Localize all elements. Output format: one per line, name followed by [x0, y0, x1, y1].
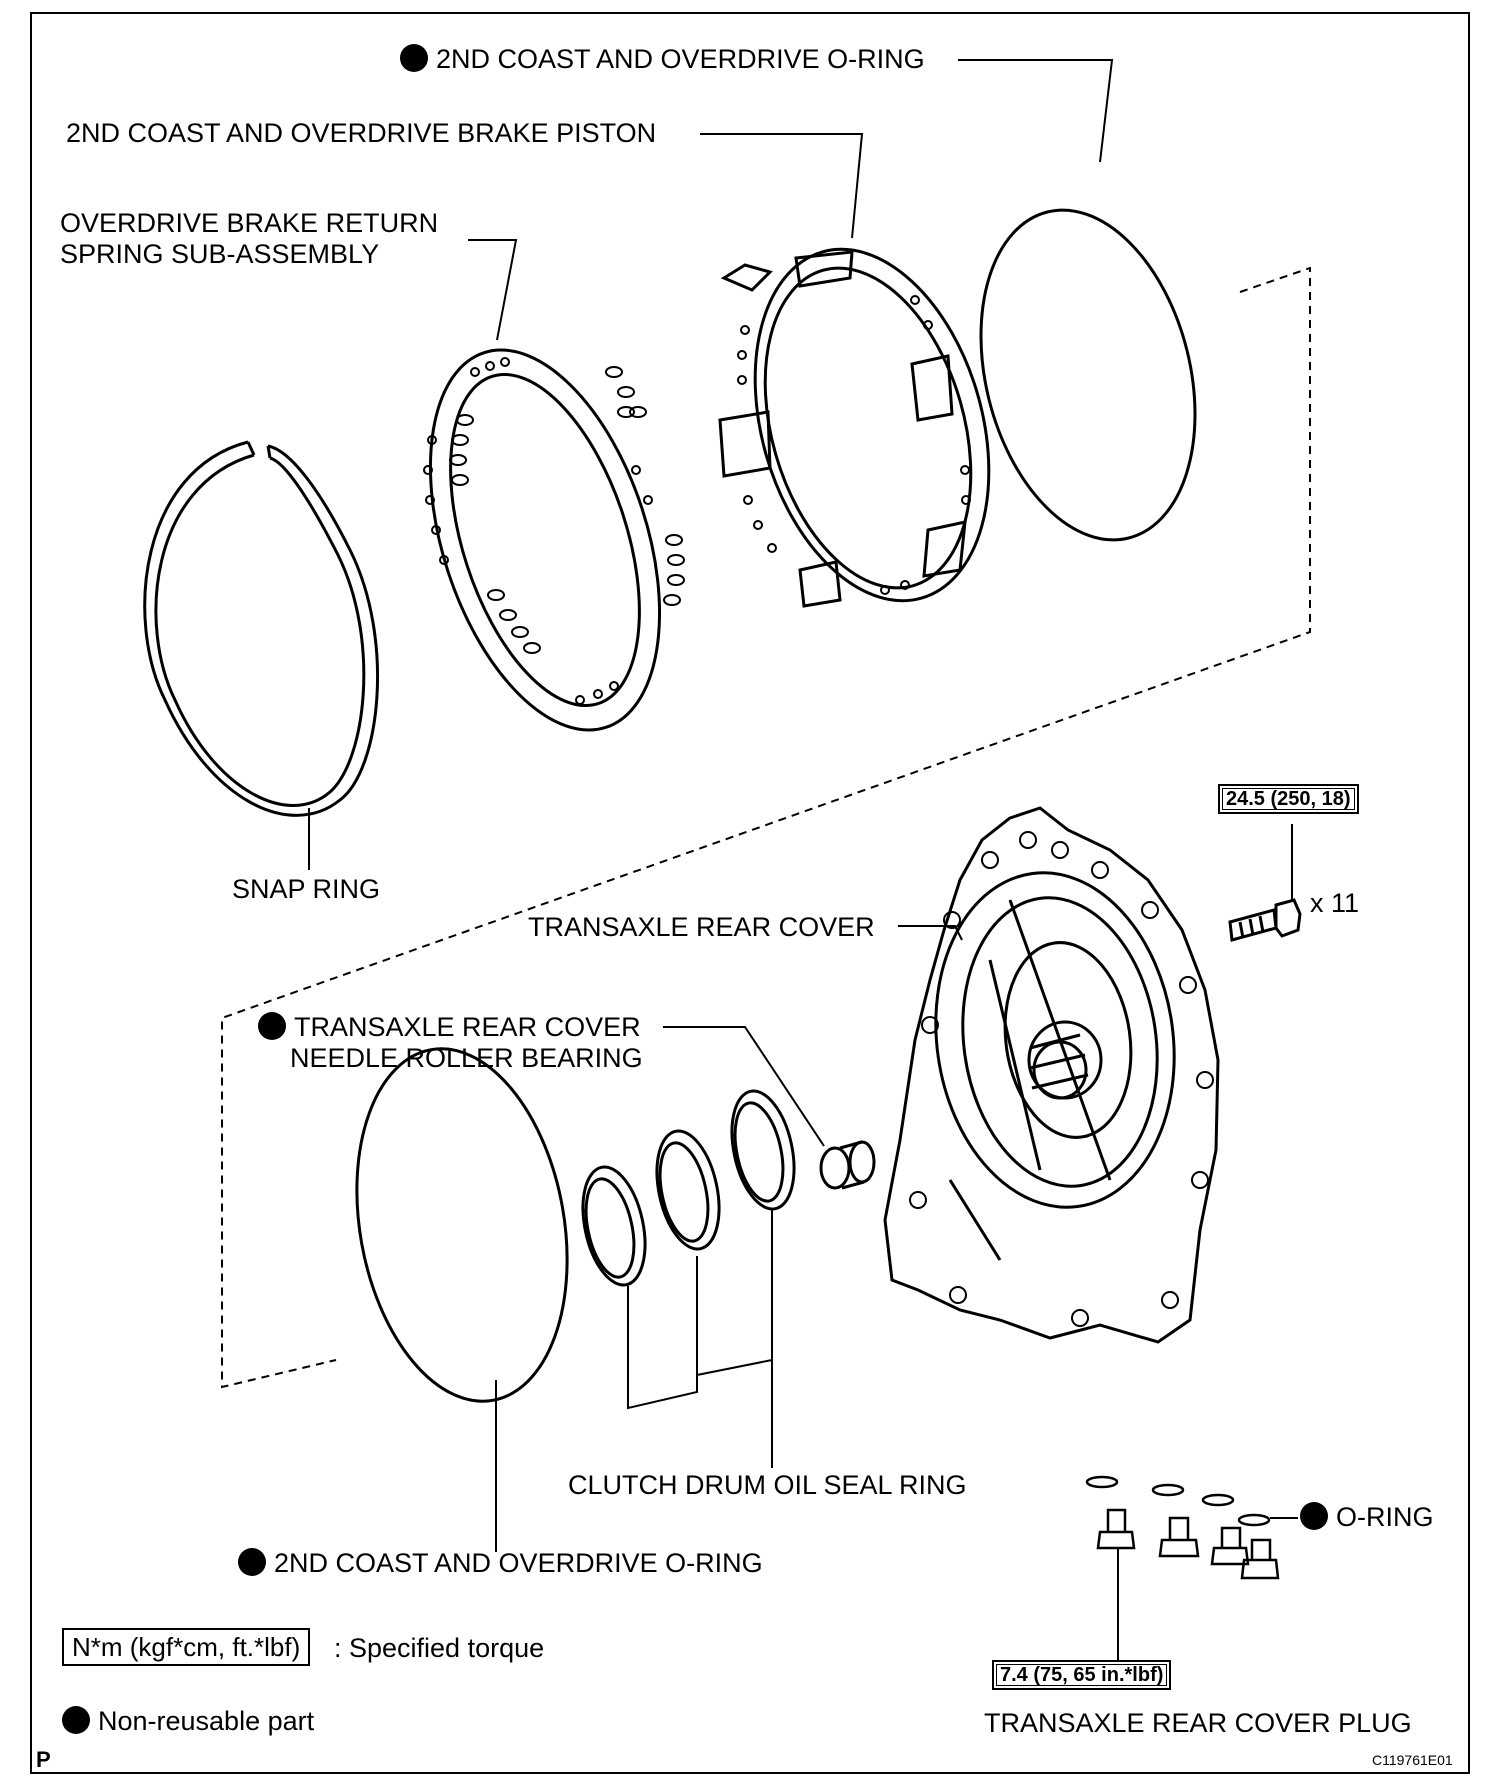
label-needle-bearing: TRANSAXLE REAR COVER NEEDLE ROLLER BEARI… [258, 1012, 643, 1074]
label-return-spring-line1: OVERDRIVE BRAKE RETURN [60, 208, 439, 238]
nonreusable-icon [258, 1012, 286, 1040]
label-snap-ring: SNAP RING [232, 874, 381, 904]
oring-top-part [979, 208, 1197, 542]
nonreusable-icon [400, 44, 428, 72]
label-brake-piston: 2ND COAST AND OVERDRIVE BRAKE PISTON [66, 118, 657, 148]
legend-nonreusable: Non-reusable part [62, 1706, 314, 1737]
nonreusable-icon [238, 1548, 266, 1576]
torque-cover-bolt: 24.5 (250, 18) [1218, 784, 1359, 814]
return-spring-part [423, 348, 685, 732]
figure-id: C119761E01 [1372, 1752, 1453, 1768]
cover-bolt-part [1228, 898, 1302, 942]
leader-lines [308, 59, 1298, 1672]
brake-piston-part [718, 247, 991, 608]
label-bolt-count: x 11 [1310, 888, 1360, 918]
label-oring-bottom: 2ND COAST AND OVERDRIVE O-RING [238, 1548, 763, 1579]
plugs-part [1096, 1508, 1280, 1580]
legend-torque-desc: : Specified torque [334, 1633, 545, 1663]
label-plug: TRANSAXLE REAR COVER PLUG [984, 1708, 1412, 1738]
label-oring-small: O-RING [1300, 1502, 1434, 1533]
label-seal-ring: CLUTCH DRUM OIL SEAL RING [568, 1470, 967, 1500]
needle-roller-bearing-part [819, 1140, 876, 1190]
corner-mark: P [36, 1747, 51, 1772]
nonreusable-icon [62, 1706, 90, 1734]
oring-bottom-part [355, 1047, 569, 1403]
label-return-spring-line2: SPRING SUB-ASSEMBLY [60, 239, 380, 269]
label-needle-bearing-line1: TRANSAXLE REAR COVER [294, 1012, 641, 1042]
rear-cover-part [883, 806, 1220, 1344]
plug-orings-part [1085, 1475, 1271, 1527]
label-return-spring: OVERDRIVE BRAKE RETURN SPRING SUB-ASSEMB… [60, 208, 438, 270]
figure-frame [30, 12, 1470, 1774]
legend-torque-unit: N*m (kgf*cm, ft.*lbf) [62, 1628, 311, 1666]
torque-plug: 7.4 (75, 65 in.*lbf) [992, 1660, 1172, 1690]
seal-rings-part [581, 1089, 796, 1287]
assembly-guide-dashed [221, 266, 1311, 1389]
label-oring-top: 2ND COAST AND OVERDRIVE O-RING [400, 44, 925, 75]
label-rear-cover: TRANSAXLE REAR COVER [528, 912, 875, 942]
label-needle-bearing-line2: NEEDLE ROLLER BEARING [290, 1043, 643, 1073]
snap-ring-part [143, 440, 380, 817]
nonreusable-icon [1300, 1502, 1328, 1530]
